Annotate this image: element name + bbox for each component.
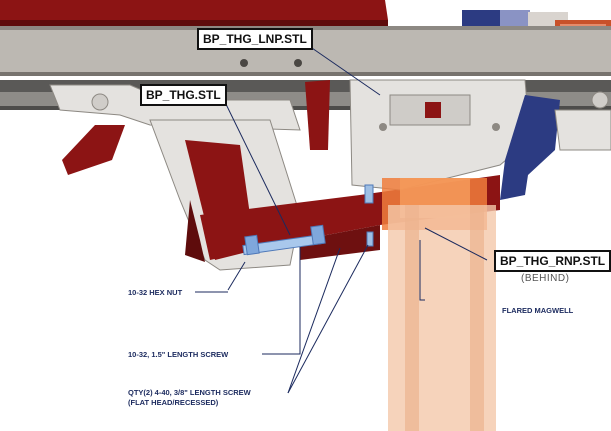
- label-thg: BP_THG.STL: [140, 84, 227, 106]
- trigger: [62, 125, 125, 175]
- label-lnp: BP_THG_LNP.STL: [197, 28, 313, 50]
- magazine-translucent: [388, 205, 496, 431]
- label-rnp: BP_THG_RNP.STL: [494, 250, 611, 272]
- callout-magwell: FLARED MAGWELL: [502, 306, 574, 315]
- red-curve-part: [305, 80, 330, 150]
- grip-housing: [49, 84, 301, 131]
- callout-screw-long: 10-32, 1.5" LENGTH SCREW: [128, 350, 229, 359]
- magwell-block: [349, 79, 531, 191]
- callout-screw-small-2: (FLAT HEAD/RECESSED): [128, 398, 219, 407]
- callout-hex-nut: 10-32 HEX NUT: [128, 288, 183, 297]
- screw-hardware: [242, 184, 374, 256]
- navy-part: [500, 91, 611, 200]
- callout-screw-small-1: QTY(2) 4-40, 3/8" LENGTH SCREW: [128, 388, 251, 397]
- top-red-part: [0, 0, 388, 26]
- leader-lines: [195, 45, 488, 394]
- label-rnp-note: (BEHIND): [521, 273, 570, 284]
